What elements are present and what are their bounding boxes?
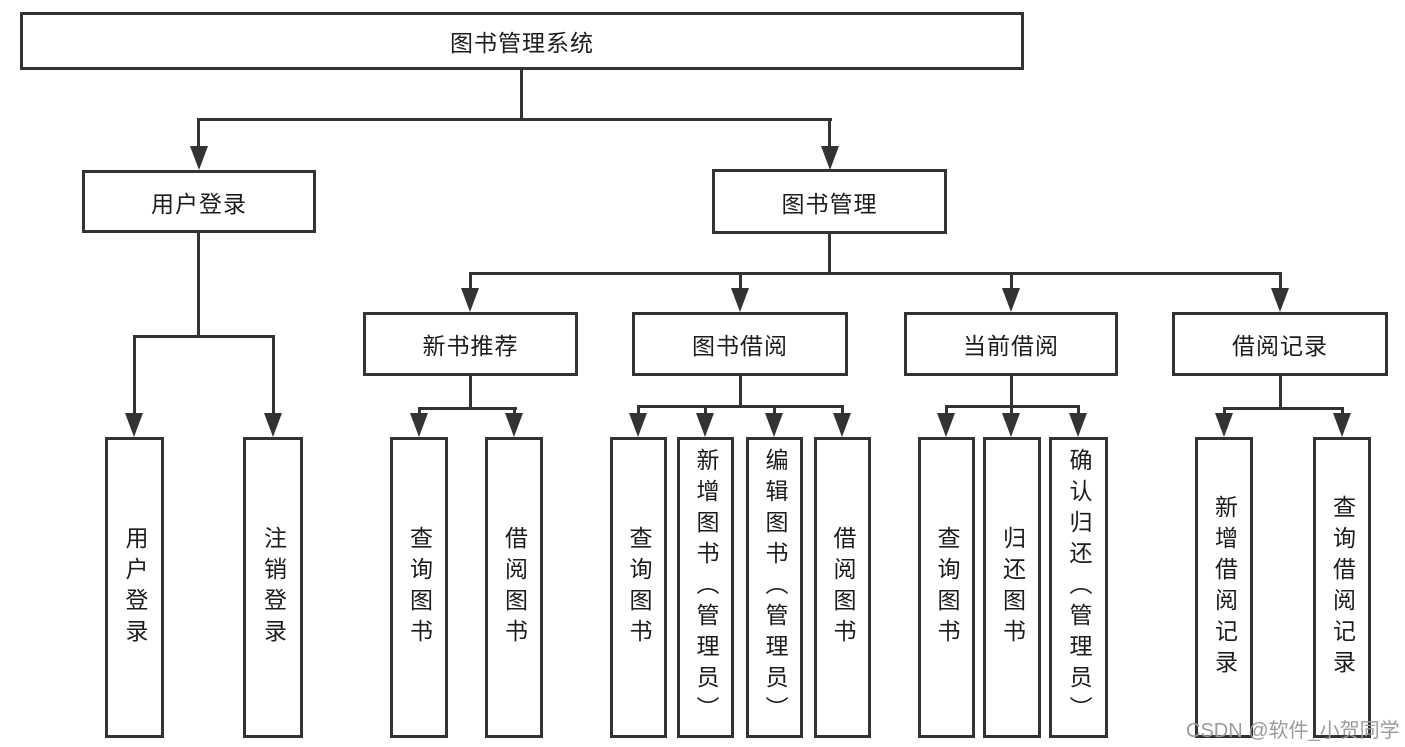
connector-line — [1223, 407, 1344, 410]
connector-line — [828, 234, 831, 272]
connector-line — [1341, 407, 1344, 415]
connector-line — [469, 272, 1282, 275]
connector-line — [773, 405, 776, 415]
node-current-borrow: 当前借阅 — [904, 312, 1118, 376]
arrow-down-icon — [833, 413, 851, 437]
node-confirm-return-admin: 确认归还（管理员） — [1049, 437, 1108, 738]
node-borrow-books-leaf: 借阅图书 — [814, 437, 871, 738]
node-label: 查询图书 — [934, 525, 960, 650]
arrow-down-icon — [821, 146, 839, 170]
connector-line — [945, 405, 948, 415]
node-label: 归还图书 — [999, 525, 1026, 650]
connector-line — [272, 335, 275, 415]
node-label: 用户登录 — [122, 525, 148, 650]
node-new-book-recommend: 新书推荐 — [363, 312, 578, 376]
node-label: 新增图书（管理员） — [693, 448, 719, 727]
connector-line — [1279, 272, 1282, 290]
connector-line — [1279, 376, 1282, 407]
connector-line — [418, 407, 517, 410]
connector-line — [1223, 407, 1226, 415]
node-query-books-recommend: 查询图书 — [390, 437, 448, 738]
arrow-down-icon — [125, 413, 143, 437]
connector-line — [637, 405, 640, 415]
node-label: 编辑图书（管理员） — [762, 448, 788, 727]
arrow-down-icon — [410, 413, 428, 437]
arrow-down-icon — [1271, 288, 1289, 312]
connector-line — [1010, 405, 1013, 415]
connector-line — [828, 118, 831, 148]
arrow-down-icon — [1215, 413, 1233, 437]
node-book-borrow: 图书借阅 — [632, 312, 848, 376]
node-edit-book-admin: 编辑图书（管理员） — [746, 437, 803, 738]
node-library-management-system: 图书管理系统 — [20, 12, 1024, 70]
arrow-down-icon — [1002, 288, 1020, 312]
connector-line — [841, 405, 844, 415]
arrow-down-icon — [190, 146, 208, 170]
node-logout-leaf: 注销登录 — [243, 437, 303, 738]
watermark-text: CSDN @软件_小贺同学 — [1186, 720, 1400, 742]
node-add-borrow-record: 新增借阅记录 — [1195, 437, 1253, 738]
arrow-down-icon — [1333, 413, 1351, 437]
node-borrow-books-recommend: 借阅图书 — [485, 437, 543, 738]
node-label: 注销登录 — [260, 525, 287, 650]
node-user-login-leaf: 用户登录 — [105, 437, 164, 738]
arrow-down-icon — [937, 413, 955, 437]
connector-line — [133, 335, 136, 415]
arrow-down-icon — [765, 413, 783, 437]
connector-line — [469, 376, 472, 407]
arrow-down-icon — [1069, 413, 1087, 437]
node-query-borrow-record: 查询借阅记录 — [1313, 437, 1371, 738]
node-label: 确认归还（管理员） — [1066, 448, 1092, 727]
connector-line — [198, 118, 832, 121]
connector-line — [418, 407, 421, 415]
arrow-down-icon — [629, 413, 647, 437]
node-label: 查询借阅记录 — [1329, 494, 1356, 681]
node-label: 查询图书 — [406, 525, 433, 650]
node-label: 借阅图书 — [501, 525, 528, 650]
arrow-down-icon — [505, 413, 523, 437]
connector-line — [739, 376, 742, 405]
node-borrow-records: 借阅记录 — [1172, 312, 1388, 376]
connector-line — [513, 407, 516, 415]
node-user-login: 用户登录 — [82, 170, 316, 233]
connector-line — [1077, 405, 1080, 415]
node-return-books: 归还图书 — [983, 437, 1041, 738]
node-book-management: 图书管理 — [712, 169, 947, 234]
node-query-books-current: 查询图书 — [918, 437, 975, 738]
connector-line — [520, 69, 523, 118]
arrow-down-icon — [696, 413, 714, 437]
connector-line — [197, 118, 200, 148]
node-add-book-admin: 新增图书（管理员） — [677, 437, 734, 738]
connector-line — [704, 405, 707, 415]
connector-line — [739, 272, 742, 290]
node-query-books-borrow: 查询图书 — [610, 437, 667, 738]
node-label: 查询图书 — [626, 525, 652, 650]
connector-line — [133, 335, 275, 338]
connector-line — [469, 272, 472, 290]
connector-line — [1010, 272, 1013, 290]
connector-line — [1010, 376, 1013, 405]
node-label: 新增借阅记录 — [1211, 494, 1238, 681]
connector-line — [197, 233, 200, 335]
connector-line — [637, 405, 844, 408]
arrow-down-icon — [461, 288, 479, 312]
node-label: 借阅图书 — [830, 525, 856, 650]
arrow-down-icon — [1002, 413, 1020, 437]
arrow-down-icon — [731, 288, 749, 312]
arrow-down-icon — [264, 413, 282, 437]
